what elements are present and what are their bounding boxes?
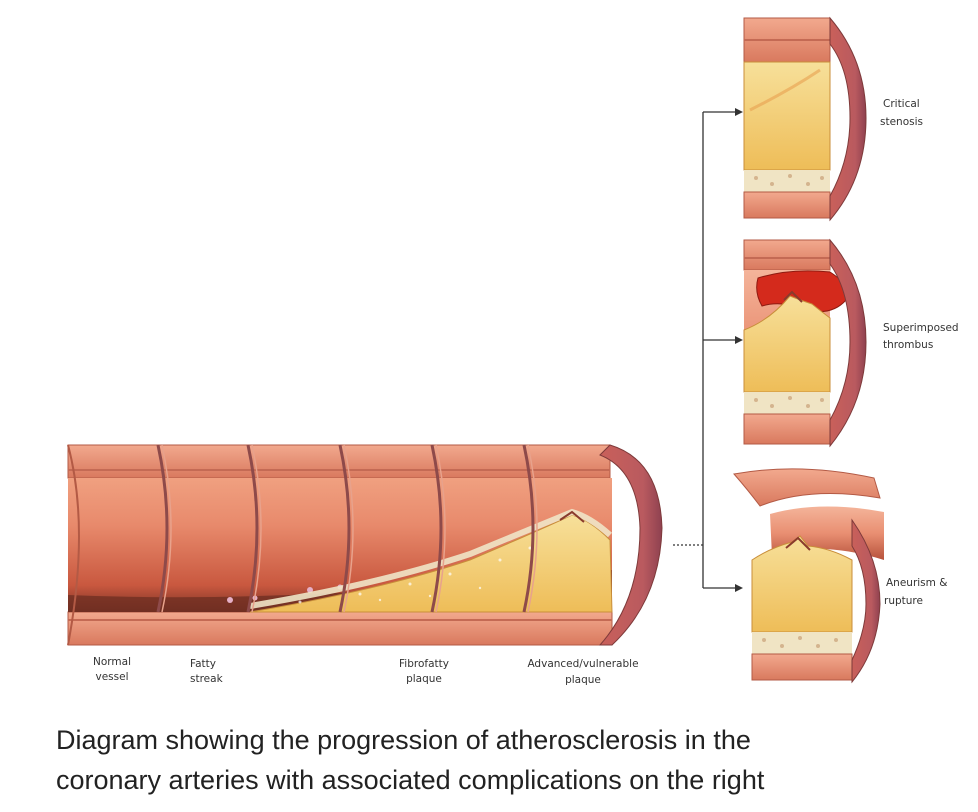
- figure-caption: Diagram showing the progression of ather…: [56, 720, 956, 800]
- complication-stenosis: [743, 16, 867, 222]
- arrow-head-icon: [735, 584, 743, 592]
- atherosclerosis-diagram: Normal vessel Fatty streak Fibrofatty pl…: [67, 16, 959, 686]
- arrow-head-icon: [735, 108, 743, 116]
- label-stenosis-line1: Critical: [883, 98, 920, 110]
- label-normal-line2: vessel: [96, 671, 129, 683]
- complication-aneurysm: [733, 468, 884, 684]
- main-vessel: [67, 444, 663, 646]
- label-aneurysm-line1: Aneurism &: [886, 577, 947, 589]
- caption-line-2: coronary arteries with associated compli…: [56, 765, 765, 795]
- arrow-head-icon: [735, 336, 743, 344]
- label-advanced-line2: plaque: [565, 674, 601, 686]
- vessel-end-cap: [598, 444, 663, 646]
- label-thrombus-line1: Superimposed: [883, 322, 959, 334]
- label-fibrofatty-line2: plaque: [406, 673, 442, 685]
- thrombus: [756, 270, 848, 313]
- stage-labels: Normal vessel Fatty streak Fibrofatty pl…: [93, 656, 639, 686]
- branch-arrows: [673, 111, 735, 589]
- segment-dividers: [156, 444, 535, 613]
- label-normal-line1: Normal: [93, 656, 131, 668]
- label-advanced-line1: Advanced/vulnerable: [527, 658, 638, 670]
- complication-labels: Critical stenosis Superimposed thrombus …: [880, 98, 959, 607]
- label-aneurysm-line2: rupture: [884, 595, 923, 607]
- complication-thrombus: [743, 238, 867, 448]
- caption-line-1: Diagram showing the progression of ather…: [56, 725, 751, 755]
- label-fatty-line2: streak: [190, 673, 224, 685]
- label-stenosis-line2: stenosis: [880, 116, 923, 128]
- vessel-bottom-wall: [67, 611, 613, 646]
- label-thrombus-line2: thrombus: [883, 339, 933, 351]
- label-fibrofatty-line1: Fibrofatty: [399, 658, 449, 670]
- label-fatty-line1: Fatty: [190, 658, 216, 670]
